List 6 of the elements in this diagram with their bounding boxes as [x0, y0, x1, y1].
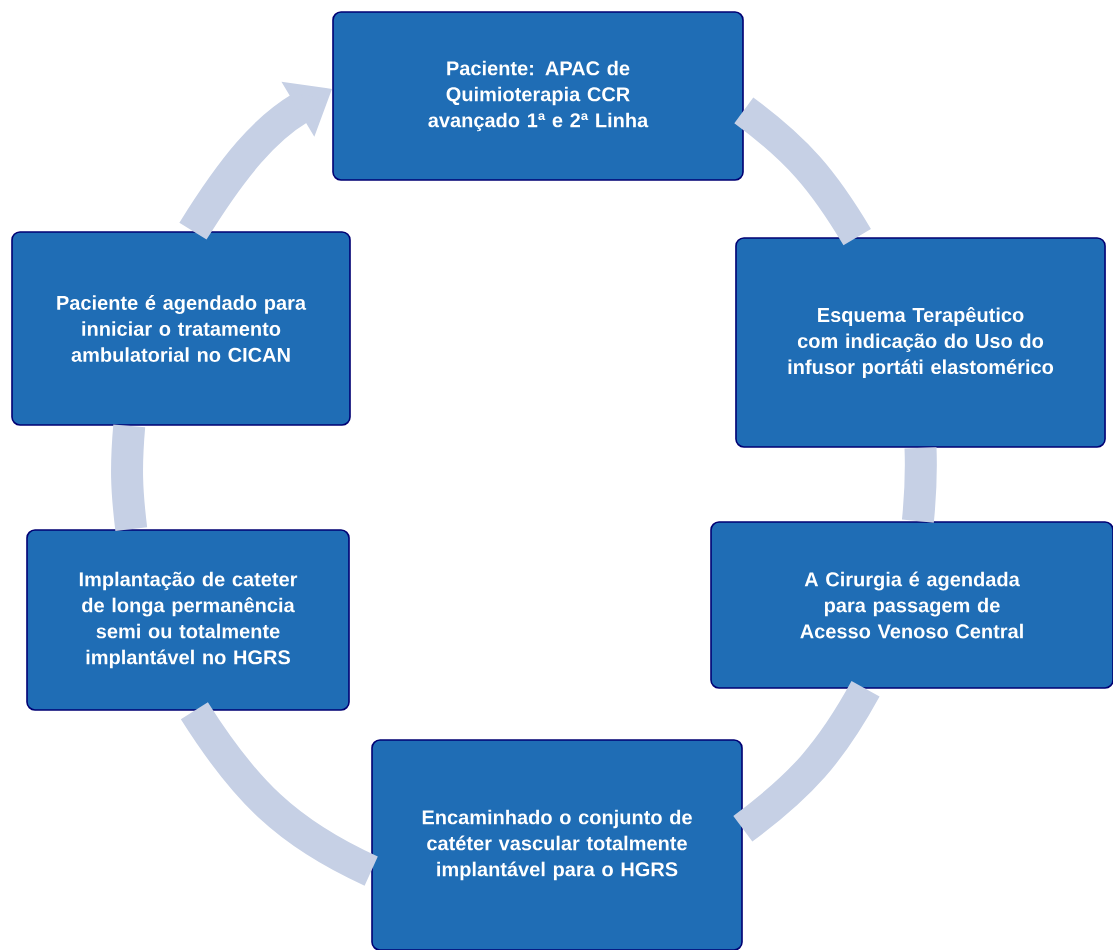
process-box: Esquema Terapêutico com indicação do Uso do infusor portáti elastomérico — [735, 237, 1106, 448]
process-box: Paciente: APAC de Quimioterapia CCR avançado 1ª e 2ª Linha — [332, 11, 744, 181]
process-box: Paciente é agendado para inniciar o tratamento ambulatorial no CICAN — [11, 231, 351, 426]
process-box: Encaminhado o conjunto de catéter vascular totalmente implantável para o HGRS — [371, 739, 743, 950]
process-box: A Cirurgia é agendada para passagem de Acesso Venoso Central — [710, 521, 1113, 689]
process-box: Implantação de cateter de longa permanência semi ou totalmente implantável no HGRS — [26, 529, 350, 711]
